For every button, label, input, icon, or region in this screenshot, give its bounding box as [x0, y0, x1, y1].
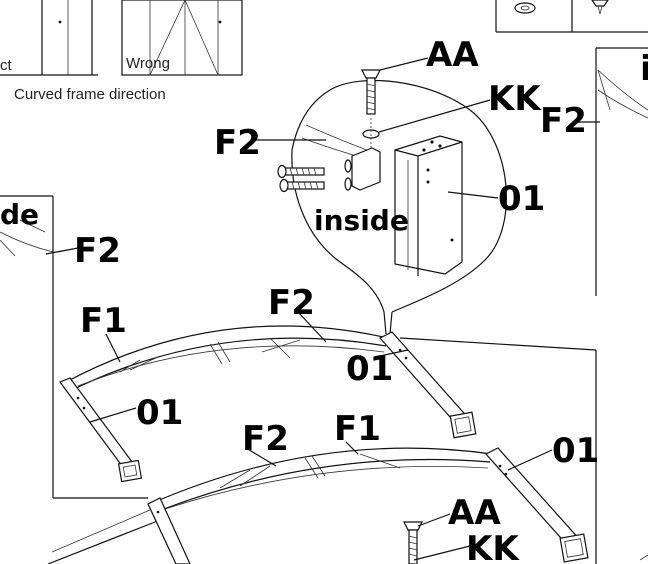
lower-right-post — [485, 447, 589, 563]
upper-left-post — [59, 377, 143, 483]
lower-left-post — [147, 497, 191, 564]
wrong-panel — [121, 0, 243, 76]
correct-panel — [0, 0, 98, 76]
lower-arch — [149, 447, 493, 513]
bolt-upper-icon — [277, 164, 325, 179]
screw-aa-lower-icon — [403, 521, 423, 564]
label-01-lower-right: 01 — [552, 431, 599, 471]
label-f1-upper: F1 — [80, 301, 127, 341]
screw-aa-icon — [361, 69, 381, 115]
label-f2-right-panel: F2 — [540, 101, 587, 141]
label-f2-lower: F2 — [242, 419, 289, 459]
label-01-upper-left: 01 — [136, 393, 183, 433]
leader-lines — [45, 57, 600, 561]
label-kk-top: KK — [488, 79, 542, 119]
upper-right-post — [379, 331, 477, 439]
label-aa-bottom: AA — [448, 493, 501, 533]
label-kk-bottom: KK — [466, 529, 520, 564]
screw-top-icon — [591, 0, 609, 15]
hardware-box — [495, 0, 648, 33]
left-panel-upper — [0, 195, 54, 498]
label-aa-top: AA — [426, 35, 479, 75]
correct-caption: ct — [0, 57, 13, 74]
label-f1-lower: F1 — [334, 409, 381, 449]
curved-frame-direction-caption: Curved frame direction — [14, 86, 166, 103]
label-f2-left-panel: F2 — [74, 231, 121, 271]
right-panel-lower — [399, 337, 648, 564]
detail-bubble — [277, 69, 507, 335]
label-inside-detail: inside — [314, 204, 409, 237]
bolt-lower-icon — [279, 178, 325, 193]
label-01-detail: 01 — [498, 179, 545, 219]
label-left-edge-partial: de — [0, 198, 39, 231]
label-f2-upper: F2 — [268, 283, 315, 323]
washer-icon — [514, 2, 536, 14]
label-01-upper-mid: 01 — [346, 349, 393, 389]
right-panel-upper — [595, 47, 648, 296]
label-f2-detail: F2 — [214, 123, 261, 163]
label-right-edge-partial: i — [640, 49, 648, 89]
wrong-caption: Wrong — [126, 55, 170, 72]
upper-arch — [65, 325, 389, 391]
